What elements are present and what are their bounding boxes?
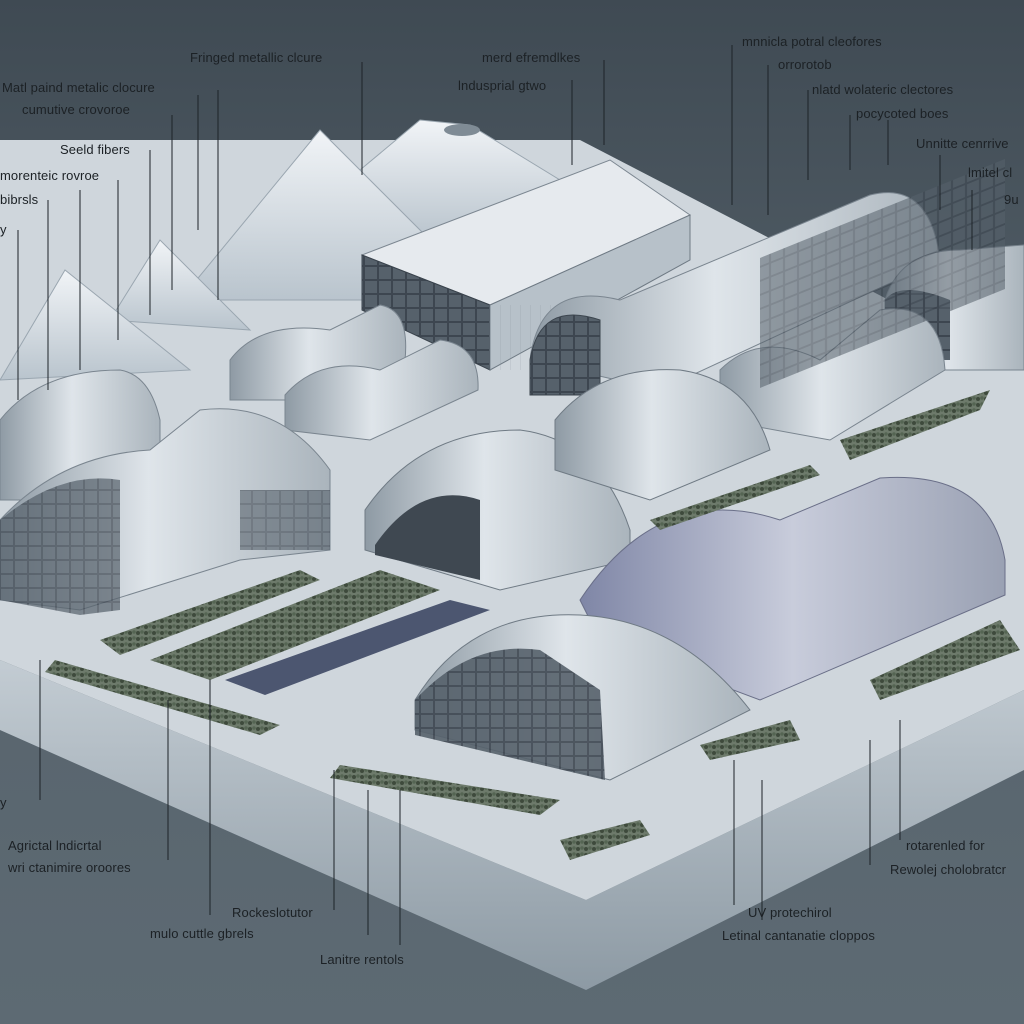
callout-removal-obstruction: Rewolej cholobratcr <box>890 862 1007 877</box>
callout-lattice-rentals: Lanitre rentols <box>320 952 404 967</box>
callout-multiple-cuttle-glasses: mulo cuttle gbrels <box>150 926 254 941</box>
platform-side <box>0 660 1024 990</box>
callout-monoatomic-coverage: morenteic rovroe <box>0 168 100 183</box>
callout-metal-paired-closure: Matl paind metalic clocure <box>2 80 155 95</box>
planting-beds <box>45 465 1020 860</box>
callout-rock-solution: Rockeslotutor <box>232 905 313 920</box>
callout-mineral-partial-closures: mnnicla potral cleofores <box>742 34 882 49</box>
callout-industrial-grass: lndusprial gtwo <box>458 78 547 93</box>
callout-seed-fibers: Seeld fibers <box>60 142 130 157</box>
callout-limited: lmitel cl <box>968 165 1013 180</box>
callout-polycoated-boxes: pocycoted boes <box>856 106 949 121</box>
callout-left-edge: y <box>0 222 7 237</box>
callout-uv-protection: UV protechirol <box>748 905 832 920</box>
callout-wide-coverage: wri ctanimire oroores <box>8 860 131 875</box>
callout-reinforced-floors: rotarenled for <box>906 838 985 853</box>
callout-lateral-containment-slopes: Letinal cantanatie cloppos <box>722 928 875 943</box>
callout-metal-structures: merd efremdlkes <box>482 50 581 65</box>
greenhouse-vault-front-large <box>579 158 1006 701</box>
leader-lines <box>17 45 973 945</box>
callout-unit-centrifuge: Unnitte cenrrive <box>916 136 1009 151</box>
callout-right-short: 9u <box>1004 192 1019 207</box>
callout-left-fibers: bibrsls <box>0 192 39 207</box>
greenhouse-vault-left-large <box>0 369 331 615</box>
callout-agricultural-industrial: Agrictal lndicrtal <box>8 838 102 853</box>
callout-left-bottom: y <box>0 795 7 810</box>
greenhouse-vault-front <box>414 614 751 781</box>
greenhouse-vault-left-back <box>229 304 479 441</box>
callout-fringed-metallic-closure: Fringed metallic clcure <box>190 50 323 65</box>
callout-cumulative-coverage: cumutive crovoroe <box>22 102 130 117</box>
callout-coverage-right: orrorotob <box>778 57 832 72</box>
callout-metal-metallic-closures: nlatd wolateric clectores <box>812 82 954 97</box>
greenhouse-vault-center <box>364 369 771 591</box>
